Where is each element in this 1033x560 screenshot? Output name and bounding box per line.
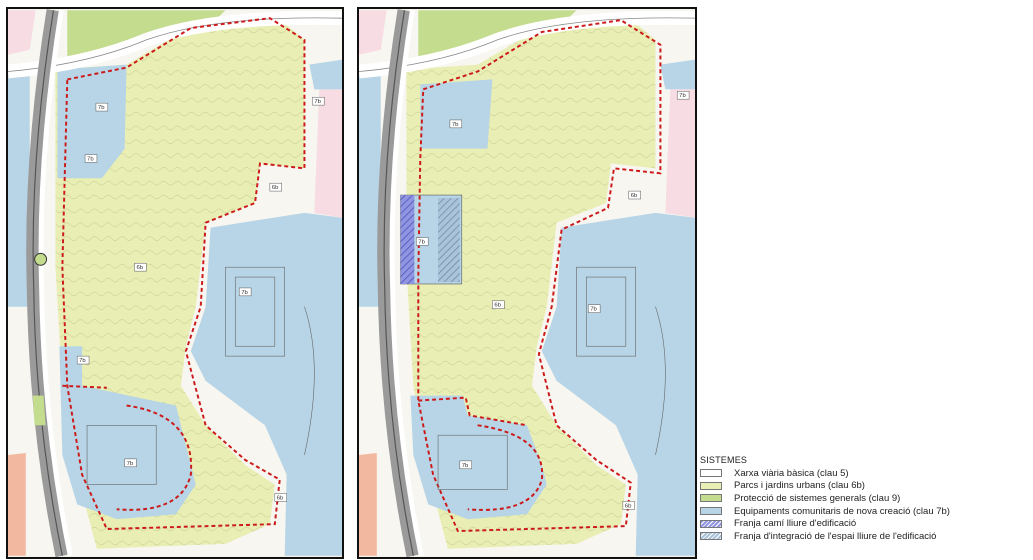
equipment-zone-left [8, 69, 30, 307]
equipment-zone-corner [660, 59, 695, 90]
legend-item: Protecció de sistemes generals (clau 9) [700, 492, 1030, 505]
zone-label: 6b [277, 495, 284, 501]
legend-swatch [700, 469, 722, 478]
legend-items: Xarxa viària bàsica (clau 5) Parcs i jar… [700, 467, 1030, 543]
zone-label: 7b [590, 307, 597, 313]
equipment-zone-top [57, 64, 127, 179]
equipment-zone-top [420, 79, 493, 149]
free-path-strip [400, 195, 415, 284]
legend-item: Xarxa viària bàsica (clau 5) [700, 467, 1030, 480]
legend-item: Parcs i jardins urbans (clau 6b) [700, 480, 1030, 493]
equipment-zone-right [190, 212, 342, 556]
legend-swatch [700, 494, 722, 503]
map-right: 7b 6b 7b 6b 7b 7b 6b 7b [357, 7, 697, 559]
zone-label: 6b [272, 185, 279, 191]
zone-label: 6b [625, 503, 632, 509]
boundary-line [417, 19, 662, 533]
legend-item: Franja d'integració de l'espai lliure de… [700, 530, 1030, 543]
zone-label: 7b [127, 461, 134, 467]
legend-swatch [700, 519, 722, 528]
zone-label: 7b [98, 105, 105, 111]
legend-label: Equipaments comunitaris de nova creació … [734, 505, 950, 517]
zone-label: 7b [314, 99, 321, 105]
roundabout [34, 252, 48, 266]
legend-item: Equipaments comunitaris de nova creació … [700, 505, 1030, 518]
equipment-zone-right [541, 212, 695, 556]
legend-label: Franja camí lliure d'edificació [734, 518, 857, 530]
protection-strip [32, 395, 46, 426]
zone-label: 7b [79, 358, 86, 364]
map-legend: SISTEMES Xarxa viària bàsica (clau 5) Pa… [700, 455, 1030, 543]
equipment-zone-corner [309, 59, 342, 90]
residential-zone-right [314, 89, 342, 218]
salmon-zone [8, 452, 26, 556]
legend-item: Franja camí lliure d'edificació [700, 517, 1030, 530]
equipment-zone-left [359, 69, 381, 307]
zone-label: 6b [494, 303, 501, 309]
legend-label: Parcs i jardins urbans (clau 6b) [734, 480, 865, 492]
zone-label: 6b [631, 193, 638, 199]
integration-strip [438, 198, 460, 283]
residential-zone [8, 10, 36, 55]
salmon-zone [359, 452, 377, 556]
map-left: 7b 7b 6b 7b 7b 7b 7b 6b 6b [6, 7, 344, 559]
zone-label: 7b [418, 239, 425, 245]
zone-label: 7b [462, 463, 469, 469]
legend-title: SISTEMES [700, 455, 748, 465]
residential-zone [359, 10, 387, 55]
map-right-drawing: 7b 6b 7b 6b 7b 7b 6b 7b [359, 9, 695, 557]
building-outlines [86, 266, 315, 485]
zone-label: 7b [241, 290, 248, 296]
legend-swatch [700, 532, 722, 541]
zone-label: 7b [452, 122, 459, 128]
equipment-zone-bottom [410, 395, 547, 520]
map-left-drawing: 7b 7b 6b 7b 7b 7b 7b 6b 6b [8, 9, 342, 557]
residential-zone-right [665, 89, 695, 218]
zone-label: 7b [87, 156, 94, 162]
equipment-zone-bottom [59, 346, 196, 520]
zone-label: 7b [679, 93, 686, 99]
legend-label: Xarxa viària bàsica (clau 5) [734, 467, 849, 479]
legend-swatch [700, 481, 722, 490]
zone-label: 6b [136, 265, 143, 271]
legend-label: Franja d'integració de l'espai lliure de… [734, 530, 937, 542]
legend-swatch [700, 507, 722, 516]
building-outlines [437, 266, 666, 490]
boundary-line [61, 17, 306, 531]
legend-label: Protecció de sistemes generals (clau 9) [734, 492, 901, 504]
